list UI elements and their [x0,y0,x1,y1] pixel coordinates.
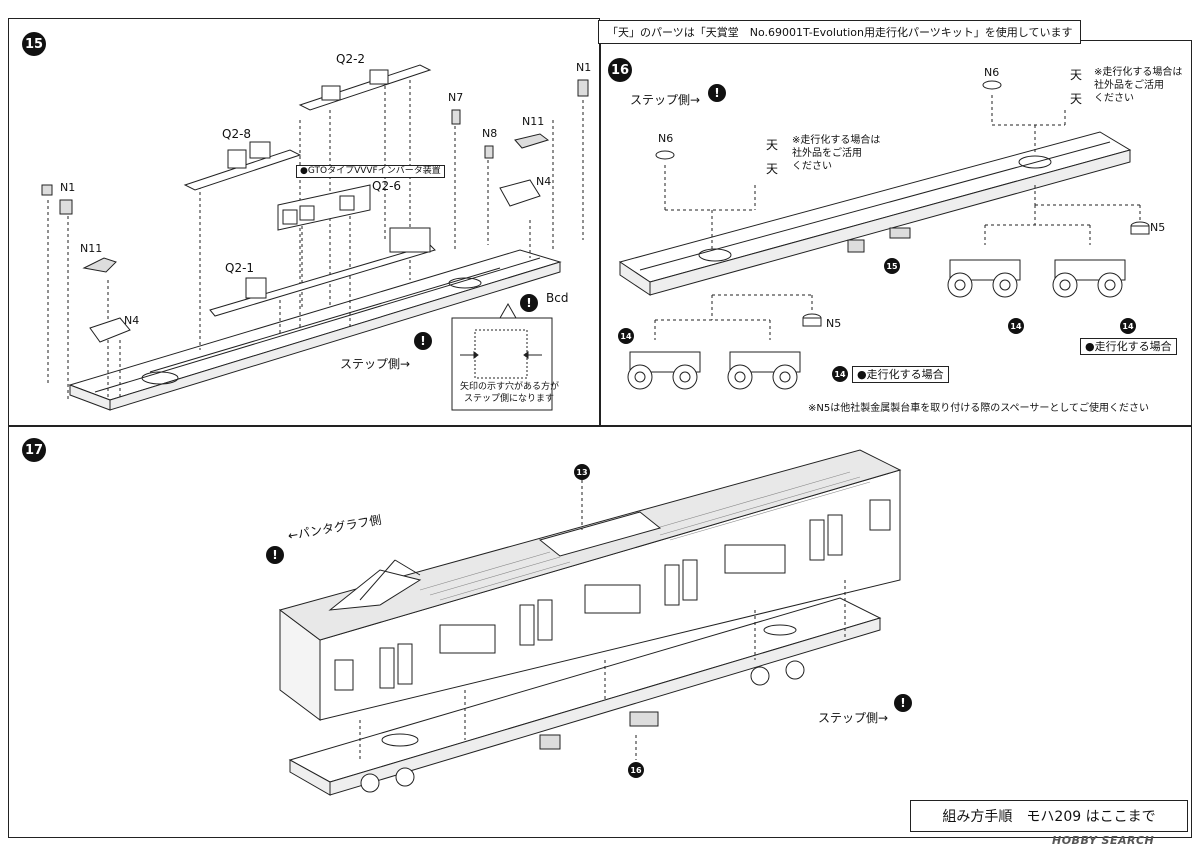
label-n6-right: N6 [984,66,1000,79]
step-16-ref-14-d: 14 [1120,318,1136,334]
step-16-badge: 16 [608,58,632,82]
spacer-note: ※N5は他社製金属製台車を取り付ける際のスペーサーとしてご使用ください [808,403,1150,414]
step-15-badge: 15 [22,32,46,56]
step-15-warning-bcd-icon: ! [520,294,538,312]
label-n5-right: N5 [1150,221,1166,234]
label-n8: N8 [482,127,498,140]
step-16-step-side: ステップ側→ [630,93,701,107]
footer-label: 組み方手順 モハ209 はここまで [910,800,1188,832]
label-n6-left: N6 [658,132,674,145]
label-bcd: Bcd [546,291,569,305]
step-16-ref-15: 15 [884,258,900,274]
label-n4-left: N4 [124,314,140,327]
step-16-ref-14-c: 14 [1008,318,1024,334]
label-q2-2: Q2-2 [336,52,366,66]
label-n11-left: N11 [80,242,103,255]
step-15-step-side: ステップ側→ [340,357,411,371]
step-15-warning-icon: ! [414,332,432,350]
label-n7: N7 [448,91,464,104]
label-gto-inverter: ●GTOタイプVVVFインバータ装置 [296,165,445,178]
label-q2-8: Q2-8 [222,127,252,141]
step-17-step-side: ステップ側→ [818,711,889,725]
step-17-warning-icon: ! [894,694,912,712]
ten-mark-right-2: 天 [1070,92,1083,106]
panel-step-15 [8,18,600,426]
header-note: 「天」のパーツは「天賞堂 No.69001T-Evolution用走行化パーツキ… [598,20,1082,44]
label-n1-right: N1 [576,61,592,74]
replace-note-right: ※走行化する場合は 社外品をご活用 ください [1094,67,1183,104]
hobby-search-watermark: HOBBY SEARCH [1052,834,1155,847]
step-16-ref-14-a: 14 [618,328,634,344]
ten-mark-left-2: 天 [766,162,779,176]
label-n5-left: N5 [826,317,842,330]
replace-note-left: ※走行化する場合は 社外品をご活用 ください [792,135,881,172]
run-case-label-right: ●走行化する場合 [1080,338,1177,355]
step-17-pantograph-warning-icon: ! [266,546,284,564]
step-17-ref-16: 16 [628,762,644,778]
run-case-label-left: ●走行化する場合 [852,366,949,383]
inset-note-line-2: ステップ側になります [464,394,555,404]
step-16-warning-icon: ! [708,84,726,102]
label-q2-1: Q2-1 [225,261,255,275]
label-n11-right: N11 [522,115,545,128]
panel-step-17 [8,426,1192,838]
label-n1-left: N1 [60,181,76,194]
ten-mark-left-1: 天 [766,138,779,152]
step-17-ref-13: 13 [574,464,590,480]
ten-mark-right-1: 天 [1070,68,1083,82]
step-17-badge: 17 [22,438,46,462]
label-n4-right: N4 [536,175,552,188]
step-16-ref-14-b: 14 [832,366,848,382]
inset-note-line-1: 矢印の示す穴がある方が [460,382,560,392]
label-q2-6: Q2-6 [372,179,402,193]
